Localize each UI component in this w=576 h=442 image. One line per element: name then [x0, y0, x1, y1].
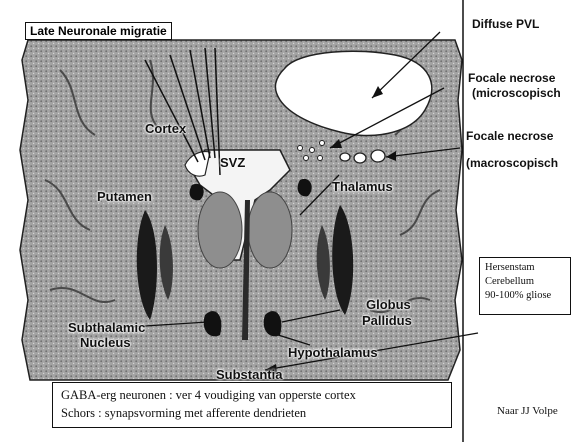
thalamus-label: Thalamus — [332, 180, 393, 194]
gaba-line1: GABA-erg neuronen : ver 4 voudiging van … — [61, 386, 443, 404]
hersenstam-line2: Cerebellum — [485, 275, 565, 289]
hersenstam-line3: 90-100% gliose — [485, 289, 565, 303]
nucleus-label: Nucleus — [80, 336, 131, 350]
globus-label: Globus — [366, 298, 411, 312]
thalamus-right — [248, 192, 292, 268]
cortex-label: Cortex — [145, 122, 186, 136]
hersenstam-box: Hersenstam Cerebellum 90-100% gliose — [479, 257, 571, 315]
thalamus-left — [198, 192, 242, 268]
putamen-label: Putamen — [97, 190, 152, 204]
subthalamic-label: Subthalamic — [68, 321, 145, 335]
credit-label: Naar JJ Volpe — [497, 406, 558, 418]
pallidus-label: Pallidus — [362, 314, 412, 328]
focale-micro-line2: (microscopisch — [472, 87, 561, 100]
hersenstam-line1: Hersenstam — [485, 261, 565, 275]
focale-macro-line1: Focale necrose — [466, 130, 553, 143]
title-label: Late Neuronale migratie — [25, 22, 172, 40]
small-dark-right — [298, 179, 312, 196]
focale-macro-line2: (macroscopisch — [466, 157, 558, 170]
svz-label: SVZ — [220, 156, 245, 170]
hypothalamus-label: Hypothalamus — [288, 346, 378, 360]
small-dark-left — [190, 184, 204, 201]
substantia-label: Substantia — [216, 368, 282, 382]
focale-micro-line1: Focale necrose — [468, 72, 555, 85]
gaba-caption-box: GABA-erg neuronen : ver 4 voudiging van … — [52, 382, 452, 428]
diffuse-pvl-label: Diffuse PVL — [472, 18, 539, 31]
gaba-line2: Schors : synapsvorming met afferente den… — [61, 404, 443, 422]
